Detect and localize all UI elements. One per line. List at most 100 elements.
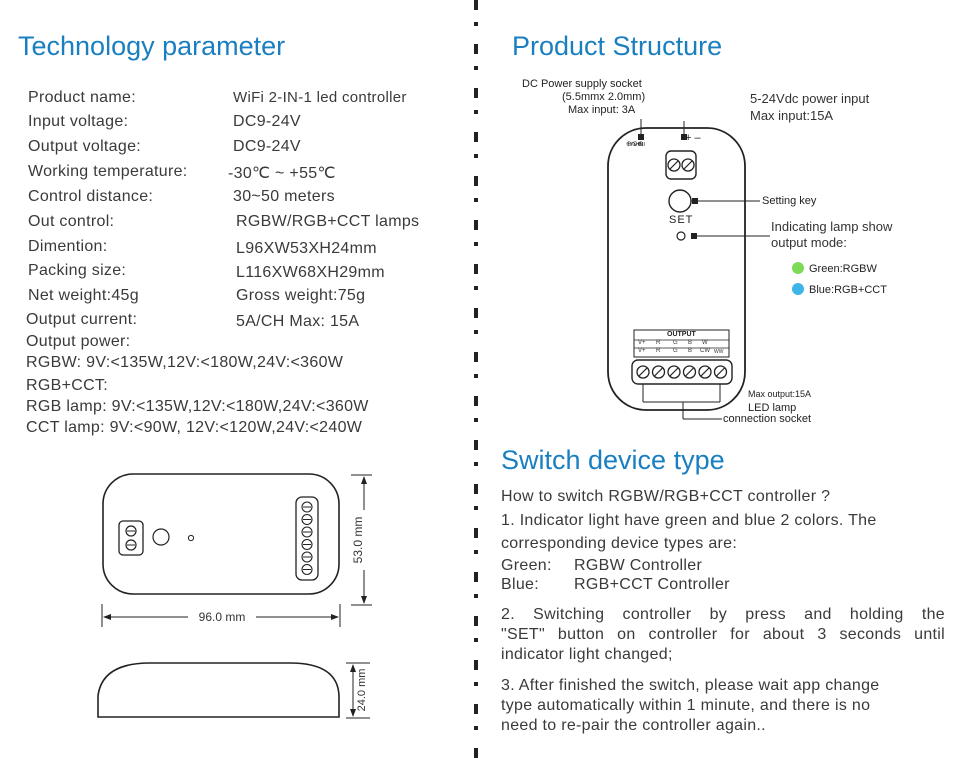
divider-dash — [474, 748, 478, 758]
divider-dash — [474, 682, 478, 686]
spec-label: Net weight:45g — [28, 287, 139, 304]
step-2-line: 2. Switching controller by press and hol… — [501, 606, 945, 623]
blue-led-icon — [792, 283, 804, 295]
divider-dash — [474, 0, 478, 10]
spec-value: RGBW/RGB+CCT lamps — [236, 213, 420, 230]
output-terminal-block — [631, 359, 733, 385]
divider-dash — [474, 198, 478, 202]
divider-dash — [474, 484, 478, 494]
terminal-screw — [301, 501, 313, 513]
divider-dash — [474, 528, 478, 538]
divider-dash — [474, 220, 478, 230]
step-1-line: 1. Indicator light have green and blue 2… — [501, 512, 877, 529]
blue-type-label: Blue: — [501, 576, 539, 593]
switch-question: How to switch RGBW/RGB+CCT controller ? — [501, 488, 831, 505]
set-button-outline — [152, 528, 170, 546]
green-type-label: Green: — [501, 557, 552, 574]
terminal-screw — [125, 539, 137, 551]
pin-label: G — [673, 348, 678, 354]
controller-top-view — [102, 473, 340, 595]
polarity-icon: + – — [685, 132, 701, 144]
terminal-screw — [301, 551, 313, 563]
divider-dash — [474, 242, 478, 246]
divider-dash — [474, 572, 478, 582]
controller-front-view — [607, 127, 746, 411]
blue-type-value: RGB+CCT Controller — [574, 576, 730, 593]
power-terminal — [118, 520, 144, 556]
spec-label: Control distance: — [28, 188, 154, 205]
pin-label: B — [688, 348, 693, 354]
divider-dash — [474, 374, 478, 378]
output-power-line: RGBW: 9V:<135W,12V:<180W,24V:<360W — [26, 354, 344, 371]
spec-label: Product name: — [28, 89, 136, 106]
terminal-screw — [698, 365, 712, 379]
output-header: OUTPUT — [667, 331, 696, 338]
output-power-line: RGB lamp: 9V:<135W,12V:<180W,24V:<360W — [26, 398, 369, 415]
step-2-line: "SET" button on controller for about 3 s… — [501, 626, 945, 643]
divider-dash — [474, 352, 478, 362]
set-button — [668, 189, 692, 213]
spec-value: Gross weight:75g — [236, 287, 366, 304]
spec-value: -30℃ ~ +55℃ — [228, 165, 336, 182]
spec-value: WiFi 2-IN-1 led controller — [233, 89, 407, 106]
green-led-icon — [792, 262, 804, 274]
blue-mode-label: Blue:RGB+CCT — [809, 284, 887, 296]
terminal-screw — [713, 365, 728, 379]
spec-label: Input voltage: — [28, 113, 129, 130]
divider-dash — [474, 726, 478, 730]
width-dimension-label: 96.0 mm — [196, 610, 248, 624]
terminal-screw — [651, 365, 666, 379]
terminal-screw — [681, 158, 695, 172]
spec-label: Dimention: — [28, 238, 108, 255]
spec-label: Out control: — [28, 213, 115, 230]
divider-dash — [474, 308, 478, 318]
input-label: INPUT — [627, 140, 645, 146]
divider-dash — [474, 110, 478, 114]
divider-dash — [474, 154, 478, 158]
max-output-label: Max output:15A — [748, 389, 812, 399]
terminal-screw — [667, 365, 681, 379]
spec-value: L96XW53XH24mm — [236, 240, 377, 257]
power-input-max: Max input:15A — [750, 108, 834, 123]
divider-dash — [474, 704, 478, 714]
green-mode-label: Green:RGBW — [809, 263, 877, 275]
switch-device-title: Switch device type — [501, 445, 725, 475]
spec-label: Working temperature: — [28, 163, 188, 180]
spec-label: Output current: — [26, 311, 138, 328]
divider-dash — [474, 330, 478, 334]
spec-label: Packing size: — [28, 262, 127, 279]
divider-dash — [474, 264, 478, 274]
divider-dash — [474, 462, 478, 466]
terminal-screw — [301, 526, 313, 538]
output-terminal-block — [295, 496, 319, 581]
spec-value: L116XW68XH29mm — [236, 264, 385, 281]
divider-dash — [474, 550, 478, 554]
step-1-line: corresponding device types are: — [501, 535, 738, 552]
setting-key-label: Setting key — [762, 195, 817, 207]
led-socket-label: connection socket — [723, 413, 812, 425]
terminal-screw — [301, 563, 313, 576]
pin-label: R — [656, 348, 661, 354]
indicator-label: output mode: — [771, 235, 847, 250]
divider-dash — [474, 506, 478, 510]
pin-label: B — [688, 340, 693, 346]
dc-socket-max: Max input: 3A — [568, 104, 636, 116]
spec-value: DC9-24V — [233, 113, 301, 130]
pin-label: V+ — [638, 348, 646, 354]
dc-socket-title: DC Power supply socket — [522, 78, 642, 90]
led-socket-label: LED lamp — [748, 402, 797, 414]
pin-label: R — [656, 340, 661, 346]
terminal-screw — [636, 365, 650, 379]
divider-dash — [474, 22, 478, 26]
divider-dash — [474, 440, 478, 450]
step-3-line: need to re-pair the controller again.. — [501, 717, 766, 734]
set-label: SET — [669, 214, 694, 226]
divider-dash — [474, 418, 478, 422]
divider-dash — [474, 396, 478, 406]
terminal-screw — [667, 158, 681, 172]
divider-dash — [474, 132, 478, 142]
controller-side-view — [97, 662, 340, 718]
spec-value: 5A/CH Max: 15A — [236, 313, 360, 330]
divider-dash — [474, 638, 478, 642]
product-structure-title: Product Structure — [512, 31, 723, 61]
